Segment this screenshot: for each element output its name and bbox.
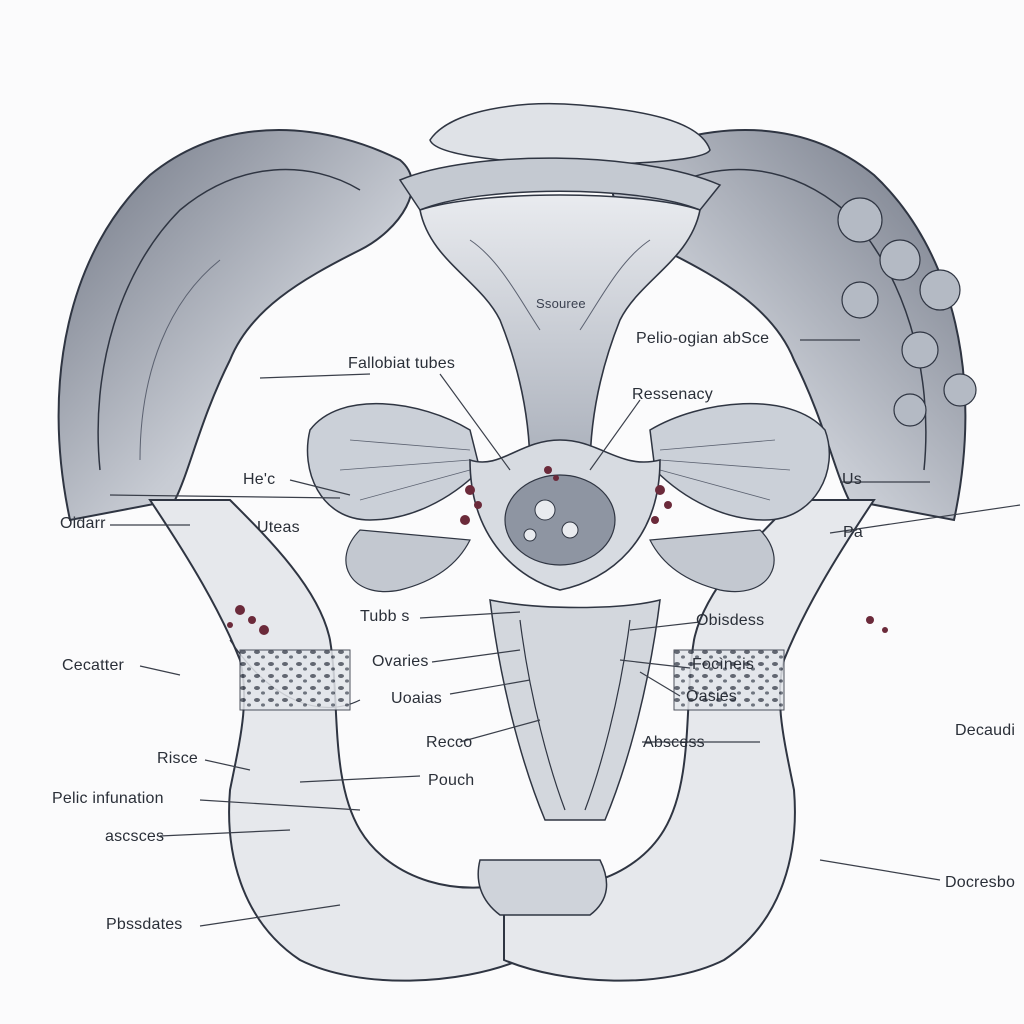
label-recco: Recco [426,734,473,751]
left-ovary [306,403,481,521]
label-risce: Risce [157,750,199,767]
label-cecatter: Cecatter [62,657,125,674]
label-pelvic-inflammation: Pelic infunation [52,790,164,807]
label-us: Us [842,471,862,488]
abscess-spots [227,466,888,743]
label-oasies: Oasies [686,688,737,705]
cervix-canal [489,599,661,821]
label-pbssdates: Pbssdates [106,916,183,933]
label-uoaias: Uoaias [391,690,443,707]
sacrum-cap [429,103,711,165]
right-vascular-fronds [837,197,977,427]
label-fallopian-tubes: Fallobiat tubes [348,355,456,372]
left-iliac-wing [57,129,414,522]
label-obsidess: Obisdess [696,612,765,629]
label-uteas: Uteas [257,519,300,536]
label-oidarr: Oidarr [60,515,106,532]
label-pelvic-ovarian-abscess: Pelio-ogian abSce [636,330,770,347]
label-tubbs: Tubb s [360,608,410,625]
label-docresbo: Docresbo [945,874,1016,891]
label-ressenacy: Ressenacy [632,386,713,403]
label-focinels: Focìneis [692,656,755,673]
label-ascsces: ascsces [105,828,165,845]
label-pouch: Pouch [428,772,475,789]
abscess-mass [504,474,616,566]
label-pa: Pa [843,524,863,541]
label-abscess: Abscess [643,734,705,751]
uterus [419,194,701,471]
label-helc: He'c [243,471,276,488]
label-ssource: Ssouree [536,296,586,311]
label-ovaries: Ovaries [372,653,429,670]
pubic-symphysis [477,859,608,916]
right-ovary [649,402,830,521]
label-decaudi: Decaudi [955,722,1016,739]
